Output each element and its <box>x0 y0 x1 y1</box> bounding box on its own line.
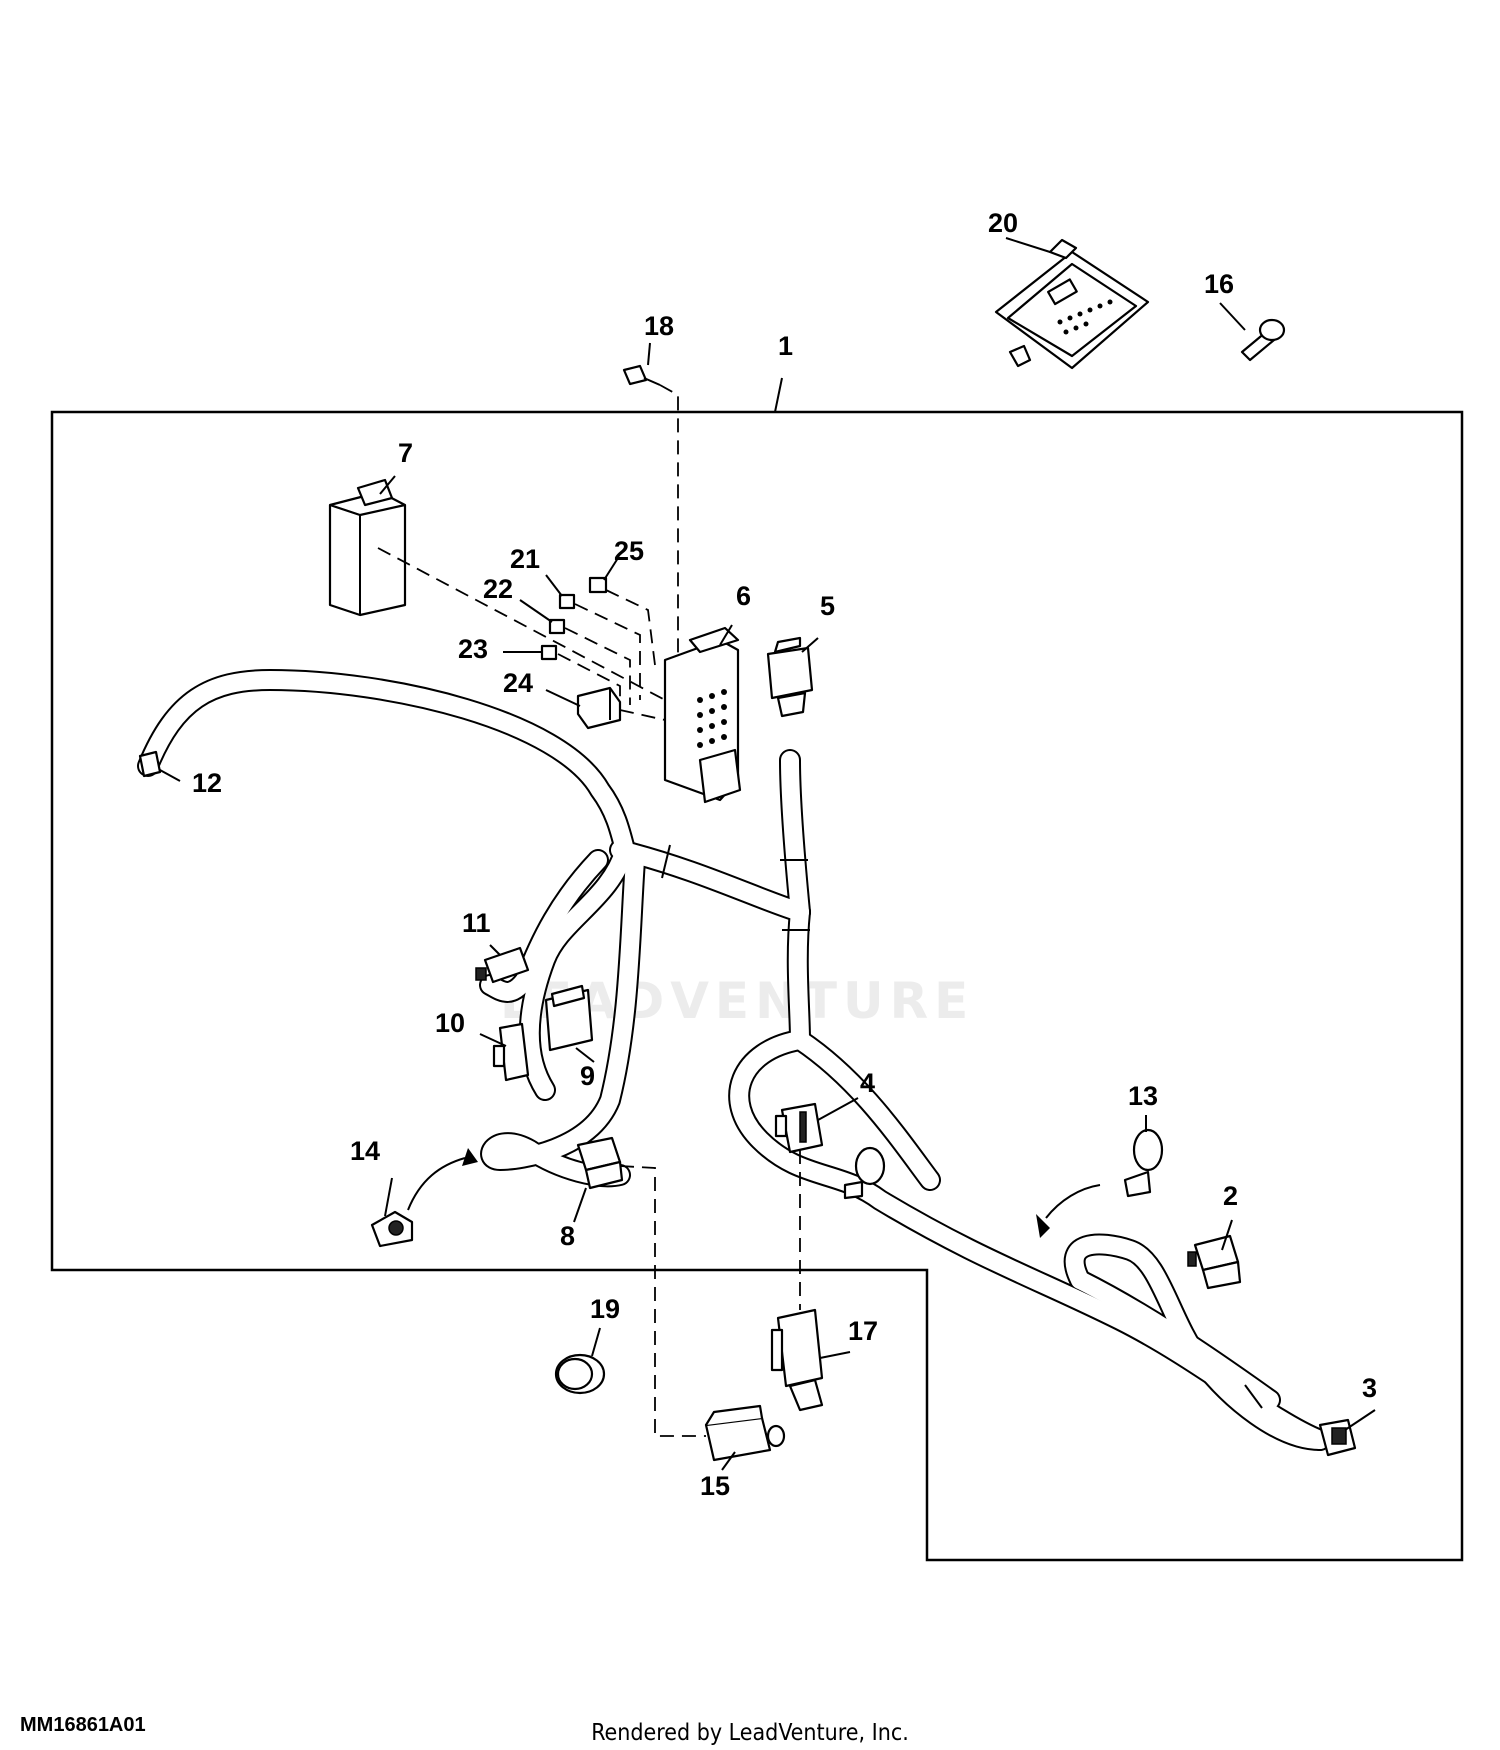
harness-assembly-boundary <box>50 410 1464 1562</box>
part-4-connector <box>774 1102 824 1154</box>
callout-21: 21 <box>510 544 540 574</box>
part-25-fuse <box>588 576 608 594</box>
part-15-sensor <box>704 1404 786 1462</box>
figure-id: MM16861A01 <box>20 1714 146 1736</box>
callout-23: 23 <box>458 634 488 664</box>
callout-6: 6 <box>736 581 751 611</box>
part-16-key <box>1240 318 1286 362</box>
part-10-connector <box>492 1022 530 1082</box>
part-19-plug <box>554 1353 606 1395</box>
part-3-connector <box>1318 1418 1357 1457</box>
render-credit: Rendered by LeadVenture, Inc. <box>591 1720 909 1746</box>
callout-25: 25 <box>614 536 644 566</box>
callout-11: 11 <box>462 908 491 938</box>
callout-13: 13 <box>1128 1081 1158 1111</box>
part-12-connector <box>138 750 162 778</box>
routing-arrow-14 <box>407 1148 478 1211</box>
callout-7: 7 <box>398 438 413 468</box>
part-8-connector <box>576 1136 624 1190</box>
callout-14: 14 <box>350 1136 380 1166</box>
leader-lines <box>159 237 1376 1471</box>
callout-17: 17 <box>848 1316 878 1346</box>
part-5-connector <box>766 636 814 718</box>
part-18-screw <box>622 364 661 386</box>
routing-arrow-13 <box>1036 1184 1101 1238</box>
callout-15: 15 <box>700 1471 730 1501</box>
callout-20: 20 <box>988 208 1018 238</box>
callout-labels: 1 2 3 4 5 6 7 8 9 10 11 12 13 14 15 16 1… <box>192 208 1377 1501</box>
part-17-connector <box>770 1308 824 1412</box>
harness-clamp <box>843 1146 886 1200</box>
callout-18: 18 <box>644 311 674 341</box>
callout-19: 19 <box>590 1294 620 1324</box>
callout-4: 4 <box>860 1068 875 1098</box>
part-21-fuse <box>558 593 576 610</box>
callout-1: 1 <box>778 331 793 361</box>
part-7-fuse-box-cover <box>328 478 407 617</box>
assembly-lines <box>377 384 801 1437</box>
part-23-fuse <box>540 644 558 661</box>
callout-22: 22 <box>483 574 513 604</box>
part-22-fuse <box>548 618 566 635</box>
callout-8: 8 <box>560 1221 575 1251</box>
part-11-connector <box>475 946 530 984</box>
callout-12: 12 <box>192 768 222 798</box>
part-9-connector <box>544 984 594 1052</box>
part-20-module <box>994 238 1150 370</box>
part-14-clip <box>370 1210 414 1248</box>
callout-9: 9 <box>580 1061 595 1091</box>
part-2-connector <box>1187 1234 1242 1290</box>
part-24-relay <box>576 686 622 730</box>
harness-wires <box>137 669 1331 1451</box>
callout-24: 24 <box>503 668 533 698</box>
callout-3: 3 <box>1362 1373 1377 1403</box>
part-13-clamp <box>1123 1128 1164 1198</box>
part-6-fuse-block <box>663 626 742 804</box>
callout-10: 10 <box>435 1008 465 1038</box>
callout-5: 5 <box>820 591 835 621</box>
callout-16: 16 <box>1204 269 1234 299</box>
callout-2: 2 <box>1223 1181 1238 1211</box>
